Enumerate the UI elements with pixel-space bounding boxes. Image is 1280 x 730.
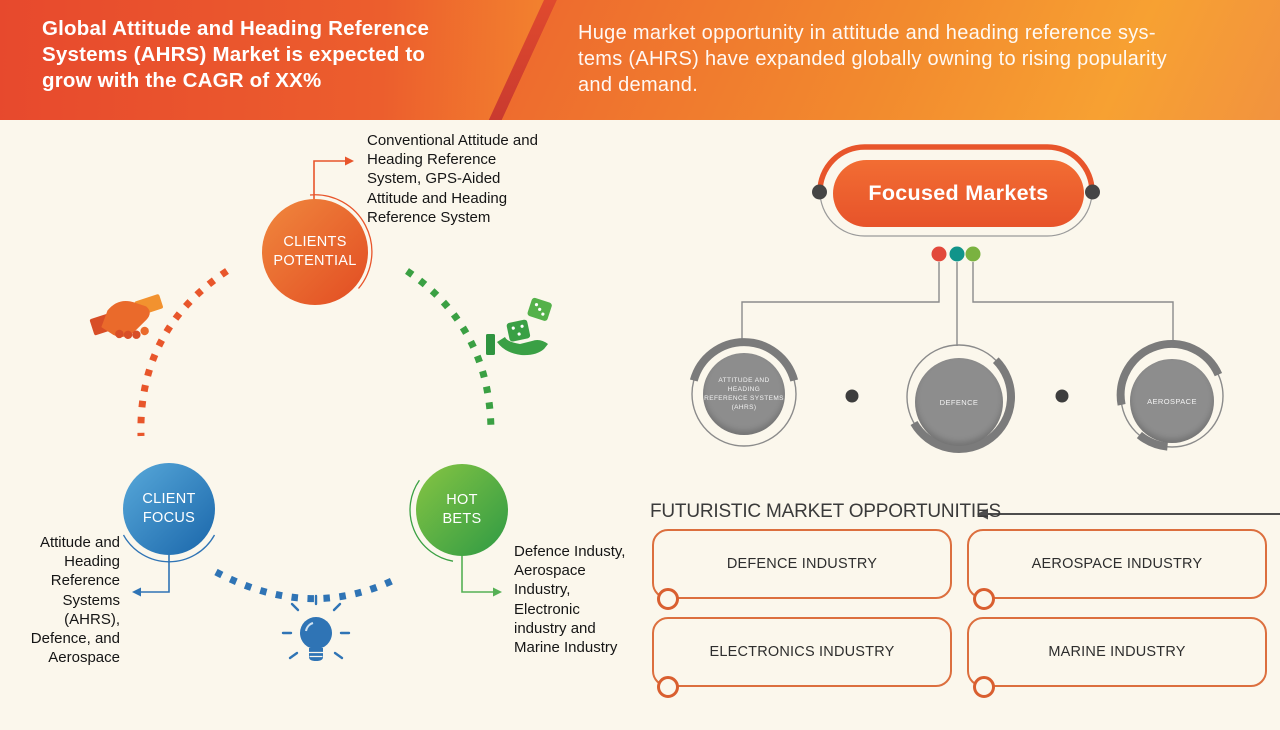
pill-left-dot [812, 184, 827, 200]
box-electronics-industry: ELECTRONICS INDUSTRY [652, 617, 952, 687]
box-corner-ring-1 [657, 588, 679, 610]
orange-dotted-arc [137, 268, 229, 437]
futuristic-title: FUTURISTIC MARKET OPPORTUNITIES [650, 501, 1001, 522]
futuristic-arrow [977, 508, 1280, 520]
hot-bets-note: Defence Industy, Aerospace Industry, Ele… [514, 543, 626, 657]
client-focus-note: Attitude and Heading Reference Systems (… [30, 534, 120, 667]
green-dot [965, 246, 981, 262]
hot-bets-bubble: HOT BETS [416, 464, 508, 556]
box-defence-industry: DEFENCE INDUSTRY [652, 529, 952, 599]
pill-right-dot [1085, 184, 1100, 200]
box-corner-ring-4 [973, 676, 995, 698]
banner-subtitle: Huge market opportunity in attitude and … [578, 22, 1167, 96]
focused-markets-pill: Focused Markets [833, 160, 1084, 227]
box-corner-ring-2 [973, 588, 995, 610]
box-aerospace-industry: AEROSPACE INDUSTRY [967, 529, 1267, 599]
branch-aerospace: AEROSPACE [1130, 359, 1214, 443]
clients-potential-note: Conventional Attitude and Heading Refere… [367, 132, 538, 226]
banner-title: Global Attitude and Heading Reference Sy… [42, 17, 430, 92]
branch-connectors [741, 262, 1174, 346]
box-corner-ring-3 [657, 676, 679, 698]
banner: Global Attitude and Heading Reference Sy… [0, 0, 1280, 120]
red-dot [931, 246, 947, 262]
client-focus-bubble: CLIENT FOCUS [123, 463, 215, 555]
box-marine-industry: MARINE INDUSTRY [967, 617, 1267, 687]
branch-ahrs: ATTITUDE AND HEADING REFERENCE SYSTEMS (… [703, 353, 785, 435]
handshake-icon [89, 294, 163, 340]
teal-dot [949, 246, 965, 262]
dice-hand-icon [486, 297, 552, 356]
separator-dot-1 [845, 389, 859, 403]
separator-dot-2 [1055, 389, 1069, 403]
clients-potential-bubble: CLIENTS POTENTIAL [262, 199, 368, 305]
green-dotted-arc [405, 268, 495, 434]
branch-defence: DEFENCE [915, 358, 1003, 446]
blue-dotted-arc [214, 568, 400, 603]
lightbulb-icon [281, 594, 351, 661]
